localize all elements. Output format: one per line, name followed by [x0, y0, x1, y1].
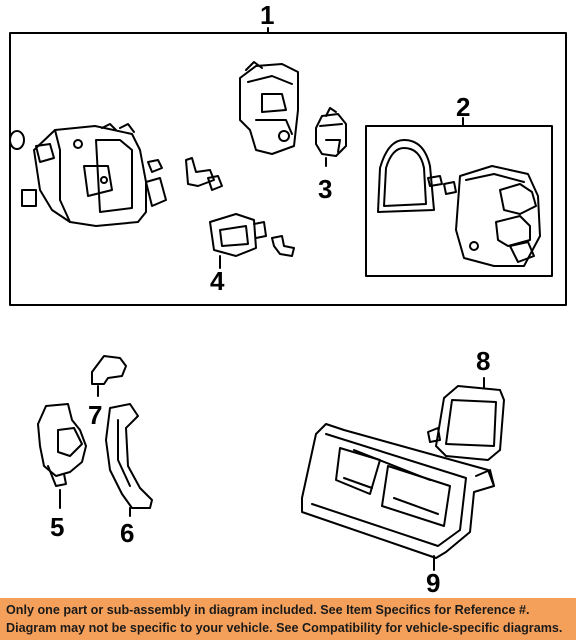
callout-9: 9 [426, 568, 441, 598]
igniter-housing [239, 61, 299, 155]
bracket-7 [91, 355, 127, 385]
o-ring [9, 130, 25, 150]
callout-2: 2 [456, 92, 471, 122]
heat-sink-9 [301, 423, 495, 559]
small-clip [271, 235, 295, 257]
callout-4: 4 [210, 266, 225, 296]
distributor-cap [455, 165, 541, 267]
ignition-coil [209, 213, 267, 257]
control-unit-8 [427, 385, 505, 461]
callout-3: 3 [318, 174, 333, 204]
distributor-exploded-diagram [9, 27, 567, 571]
cap-gasket [377, 139, 435, 213]
callout-1: 1 [260, 0, 275, 30]
bracket-6 [105, 403, 153, 509]
callout-8: 8 [476, 346, 491, 376]
cap-screw-2 [443, 181, 457, 195]
disclaimer-line-2: Diagram may not be specific to your vehi… [6, 621, 563, 635]
fittings-upper [145, 157, 223, 207]
callout-5: 5 [50, 512, 65, 542]
distributor-housing [21, 123, 147, 227]
rotor [315, 107, 347, 157]
disclaimer-banner: Only one part or sub-assembly in diagram… [0, 598, 576, 640]
cap-assembly-2-boundary [365, 125, 553, 277]
callout-6: 6 [120, 518, 135, 548]
ignition-coil-5 [37, 403, 87, 487]
disclaimer-line-1: Only one part or sub-assembly in diagram… [6, 603, 530, 617]
callout-7: 7 [88, 400, 103, 430]
cap-screw-1 [427, 175, 443, 187]
assembly-1-boundary [9, 32, 567, 306]
